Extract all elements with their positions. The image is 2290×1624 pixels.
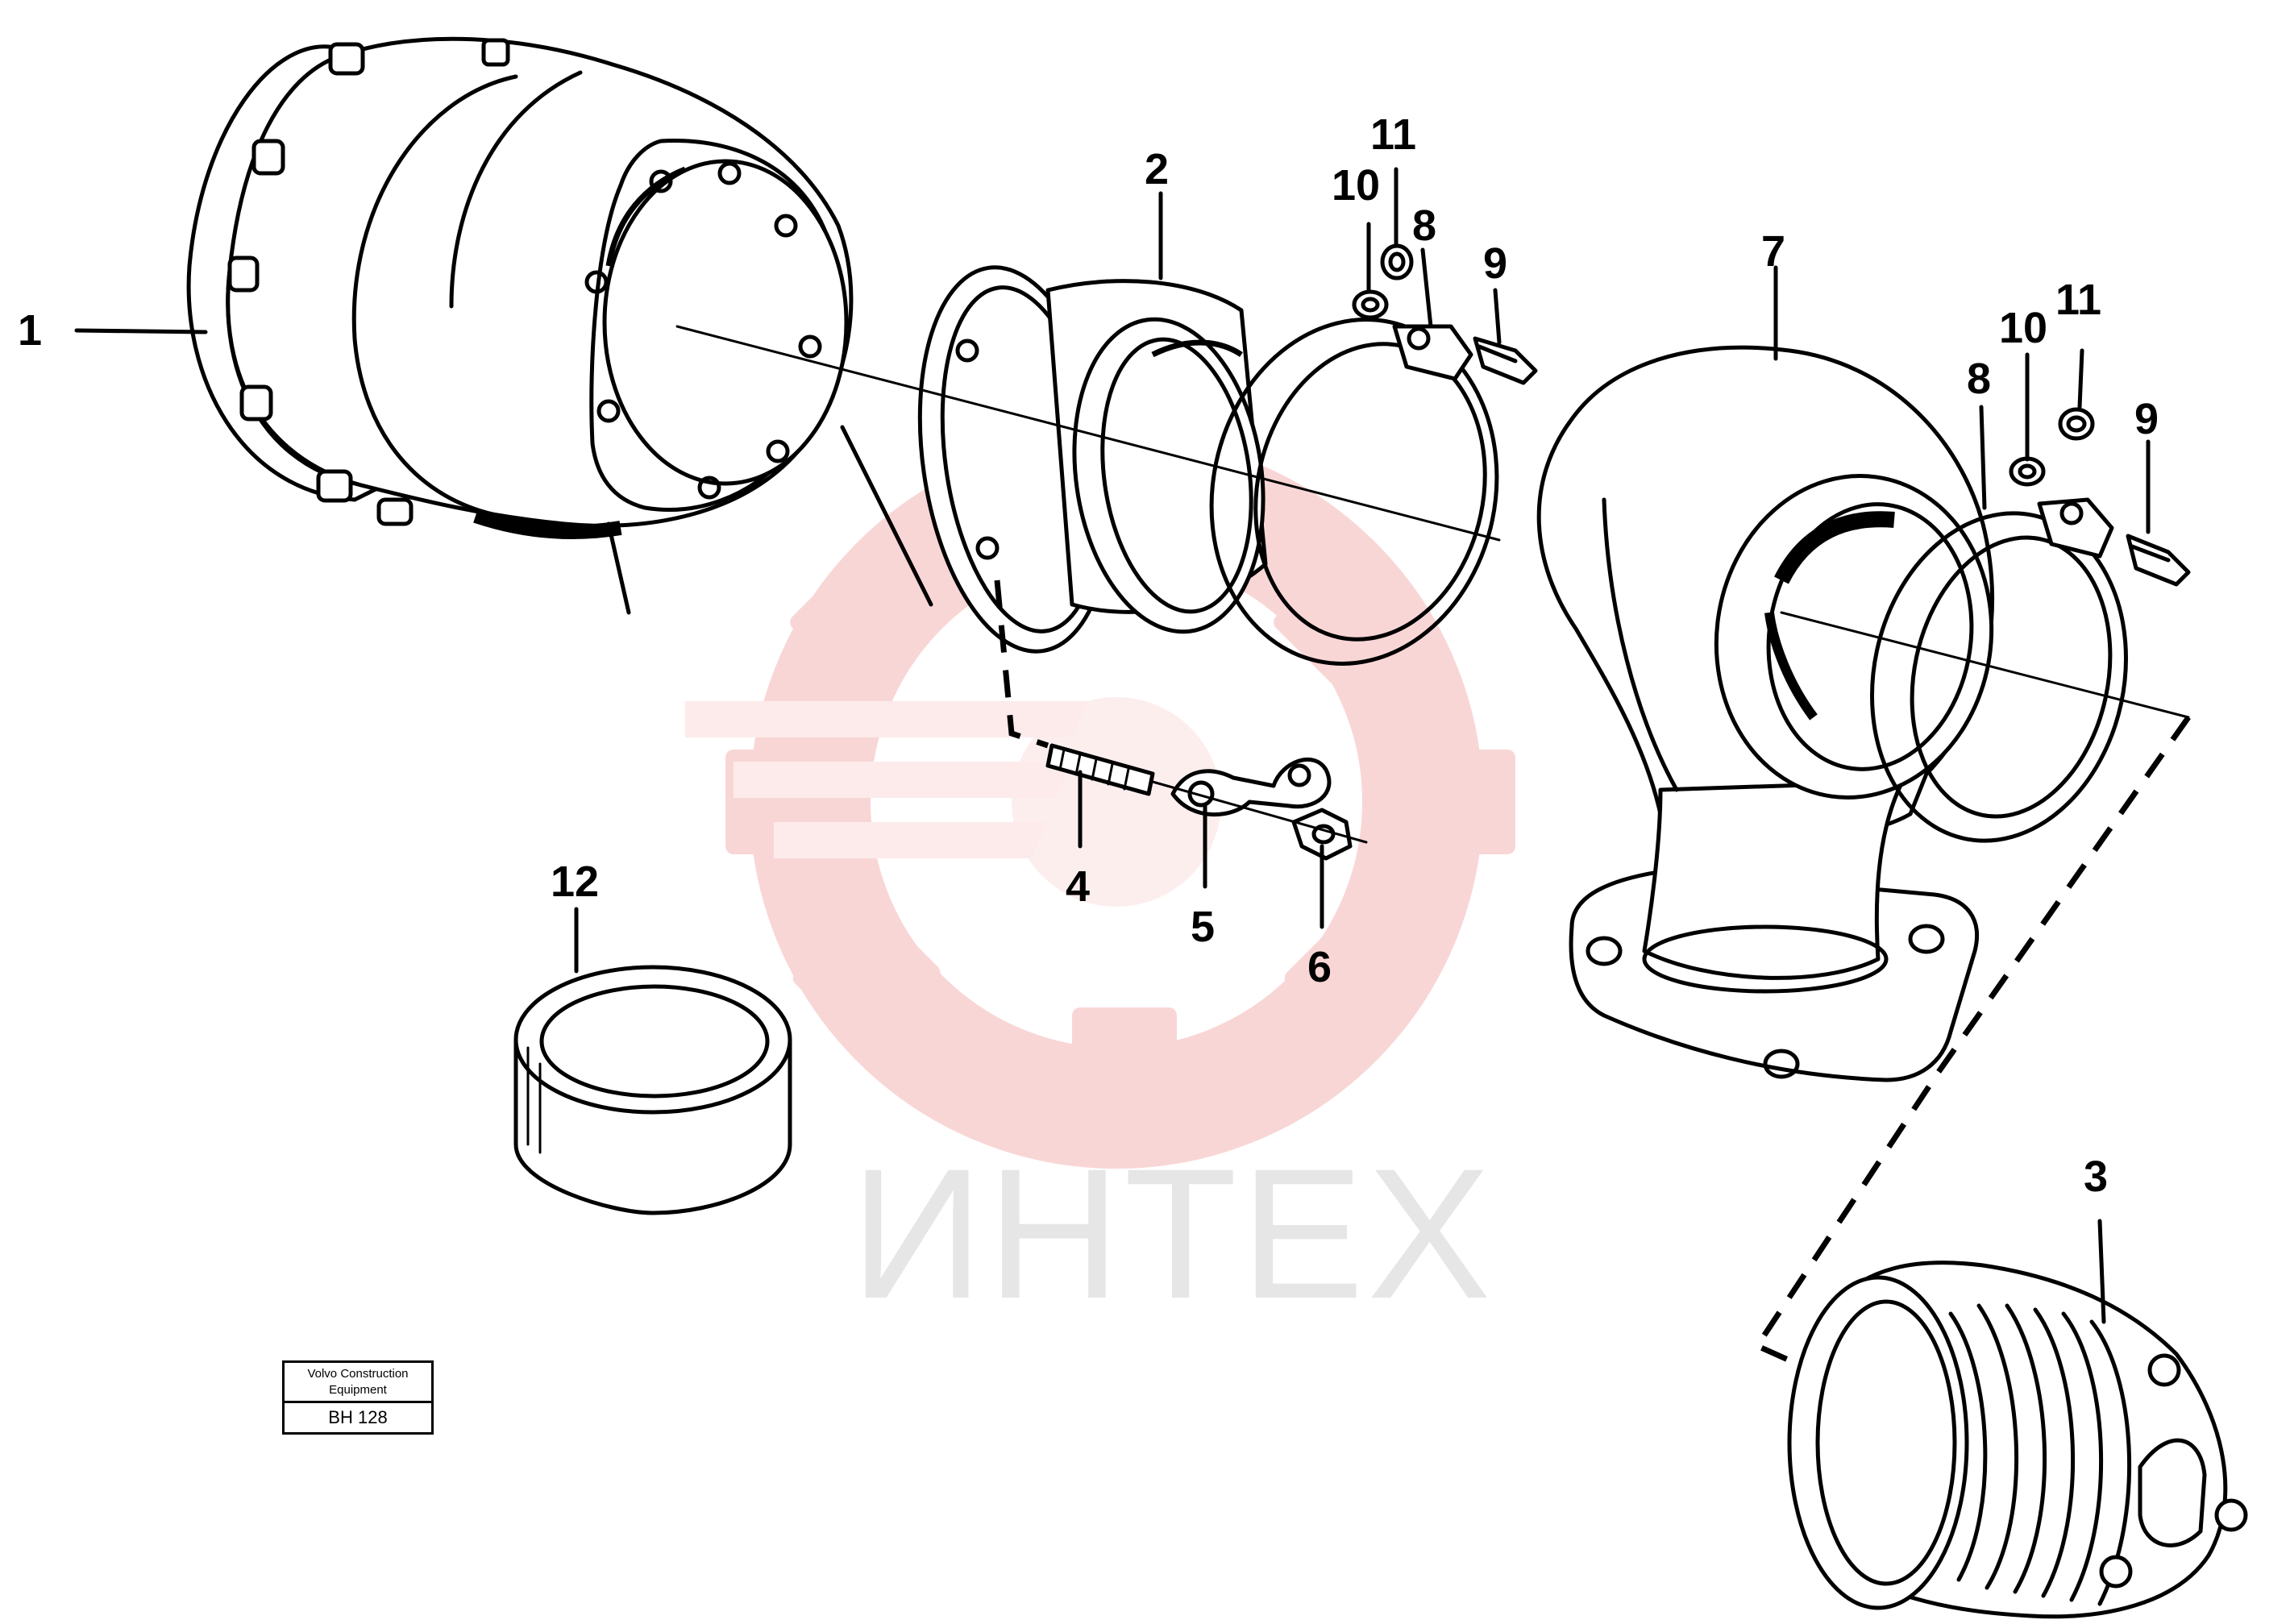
callout-11-left: 11 bbox=[1370, 110, 1416, 159]
drawing-id-box: Volvo Construction Equipment BH 128 bbox=[282, 1360, 434, 1435]
callout-8-right: 8 bbox=[1967, 355, 1991, 403]
callout-1: 1 bbox=[18, 306, 42, 355]
watermark-text: ИНТЕХ bbox=[850, 1130, 1494, 1337]
callout-4: 4 bbox=[1066, 862, 1090, 911]
callout-8-left: 8 bbox=[1412, 201, 1436, 250]
brand-label: Volvo Construction Equipment bbox=[285, 1363, 431, 1403]
brand-line-1: Volvo Construction bbox=[307, 1367, 409, 1381]
assembly-centerlines bbox=[675, 325, 2191, 1365]
parts-4-5-6-fasteners bbox=[994, 579, 1368, 861]
part-12-bushing bbox=[513, 965, 792, 1215]
part-1-housing bbox=[186, 36, 854, 615]
hardware-left-group bbox=[1352, 243, 1538, 385]
callout-7: 7 bbox=[1761, 227, 1785, 276]
callout-6: 6 bbox=[1307, 943, 1332, 991]
callout-9-right: 9 bbox=[2134, 395, 2159, 443]
part-3-brake-chamber bbox=[1787, 1261, 2248, 1619]
callout-2: 2 bbox=[1145, 145, 1169, 193]
leader-lines bbox=[74, 167, 2151, 1324]
brand-line-2: Equipment bbox=[329, 1383, 387, 1397]
callout-10-right: 10 bbox=[1999, 304, 2047, 352]
callout-numbers: 1 2 3 4 5 6 7 8 9 10 11 8 9 10 11 12 bbox=[18, 110, 2159, 1201]
callout-3: 3 bbox=[2084, 1153, 2108, 1201]
callout-5: 5 bbox=[1191, 903, 1215, 951]
hardware-right-group bbox=[2009, 407, 2191, 587]
callout-11-right: 11 bbox=[2055, 276, 2101, 324]
callout-12: 12 bbox=[551, 858, 599, 906]
callout-10-left: 10 bbox=[1332, 161, 1380, 210]
part-8-clamp-left bbox=[1209, 318, 1499, 666]
callout-9-left: 9 bbox=[1483, 239, 1507, 288]
part-7-elbow bbox=[1536, 345, 1995, 1082]
drawing-code: BH 128 bbox=[328, 1407, 388, 1427]
